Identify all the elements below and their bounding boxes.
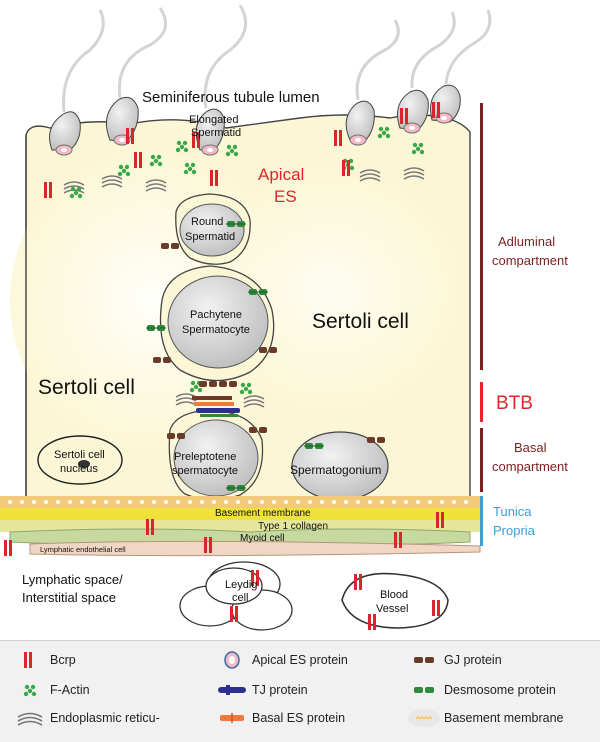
pachytene-label-2: Spermatocyte xyxy=(182,324,250,336)
lymphatic-space-label-1: Lymphatic space/ xyxy=(22,572,123,587)
legend-label: Bcrp xyxy=(50,653,76,667)
tj-protein-icon xyxy=(212,679,252,701)
legend-item: Desmosome protein xyxy=(404,679,556,701)
desmosome-protein-icon xyxy=(404,679,444,701)
legend-item: GJ protein xyxy=(404,649,502,671)
spermatogonium-label: Spermatogonium xyxy=(290,463,381,477)
tunica-label-2: Propria xyxy=(493,523,536,538)
spermatid-tails xyxy=(62,4,492,113)
basement-membrane-layer xyxy=(0,496,480,520)
basal-es-protein-icon xyxy=(212,707,252,729)
legend-label: Desmosome protein xyxy=(444,683,556,697)
legend-label: Basement membrane xyxy=(444,711,564,725)
legend: Bcrp Apical ES protein GJ protein F-Acti… xyxy=(0,640,600,742)
legend-label: Apical ES protein xyxy=(252,653,348,667)
legend-label: Basal ES protein xyxy=(252,711,346,725)
gj-protein-icon xyxy=(404,649,444,671)
lymphatic-space-label-2: Interstitial space xyxy=(22,590,116,605)
legend-item: Apical ES protein xyxy=(212,649,348,671)
leydig-label-1: Leydig xyxy=(225,579,257,591)
sertoli-nucleus xyxy=(37,435,123,485)
basal-label-2: compartment xyxy=(492,459,568,474)
basement-membrane-label: Basement membrane xyxy=(215,508,311,519)
round-spermatid-label-1: Round xyxy=(191,216,223,228)
blood-vessel-label-1: Blood xyxy=(380,589,408,601)
legend-item: F-Actin xyxy=(10,679,90,701)
sertoli-nucleus-label-1: Sertoli cell xyxy=(54,449,105,461)
legend-item: Basal ES protein xyxy=(212,707,345,729)
legend-item: Bcrp xyxy=(10,649,76,671)
lumen-label: Seminiferous tubule lumen xyxy=(142,89,320,106)
apical-es-protein-icon xyxy=(212,649,252,671)
btb-label: BTB xyxy=(496,393,533,414)
compartment-bars xyxy=(480,103,483,546)
apical-es-label-2: ES xyxy=(274,187,297,206)
elongated-spermatid-label-1: Elongated xyxy=(189,114,239,126)
legend-label: TJ protein xyxy=(252,683,308,697)
adluminal-label-1: Adluminal xyxy=(498,234,555,249)
legend-item: TJ protein xyxy=(212,679,308,701)
preleptotene-label-1: Preleptotene xyxy=(174,451,236,463)
lymphatic-endothelial-label: Lymphatic endothelial cell xyxy=(40,545,126,554)
btb-junctions xyxy=(192,396,240,417)
preleptotene-label-2: spermatocyte xyxy=(172,465,238,477)
f-actin-icon xyxy=(10,679,50,701)
basement-membrane-icon xyxy=(404,707,444,729)
round-spermatid xyxy=(175,193,251,265)
elongated-spermatids xyxy=(49,84,461,151)
apical-es-label-1: Apical xyxy=(258,165,304,184)
sertoli-cell-label-left: Sertoli cell xyxy=(38,376,135,399)
pachytene-label-1: Pachytene xyxy=(190,309,242,321)
myoid-cell-label: Myoid cell xyxy=(240,533,284,544)
elongated-spermatid-label-2: Spermatid xyxy=(191,127,241,139)
legend-item: Endoplasmic reticu- xyxy=(10,707,160,729)
endoplasmic-reticulum-icon xyxy=(10,707,50,729)
legend-item: Basement membrane xyxy=(404,707,564,729)
bcrp-icon xyxy=(10,649,50,671)
legend-label: Endoplasmic reticu- xyxy=(50,711,160,725)
leydig-label-2: cell xyxy=(232,592,249,604)
leydig-cells xyxy=(179,561,293,631)
blood-vessel-label-2: Vessel xyxy=(376,603,408,615)
preleptotene-spermatocyte xyxy=(168,409,264,501)
sertoli-nucleus-label-2: nucleus xyxy=(60,463,98,475)
round-spermatid-label-2: Spermatid xyxy=(185,231,235,243)
type1-collagen-label: Type 1 collagen xyxy=(258,521,328,532)
legend-label: F-Actin xyxy=(50,683,90,697)
tunica-label-1: Tunica xyxy=(493,504,532,519)
legend-label: GJ protein xyxy=(444,653,502,667)
lymphatic-endothelial-layer xyxy=(29,540,481,557)
adluminal-label-2: compartment xyxy=(492,253,568,268)
sertoli-cell-label-right: Sertoli cell xyxy=(312,310,409,333)
pachytene-spermatocyte xyxy=(159,265,275,382)
basal-label-1: Basal xyxy=(514,440,547,455)
